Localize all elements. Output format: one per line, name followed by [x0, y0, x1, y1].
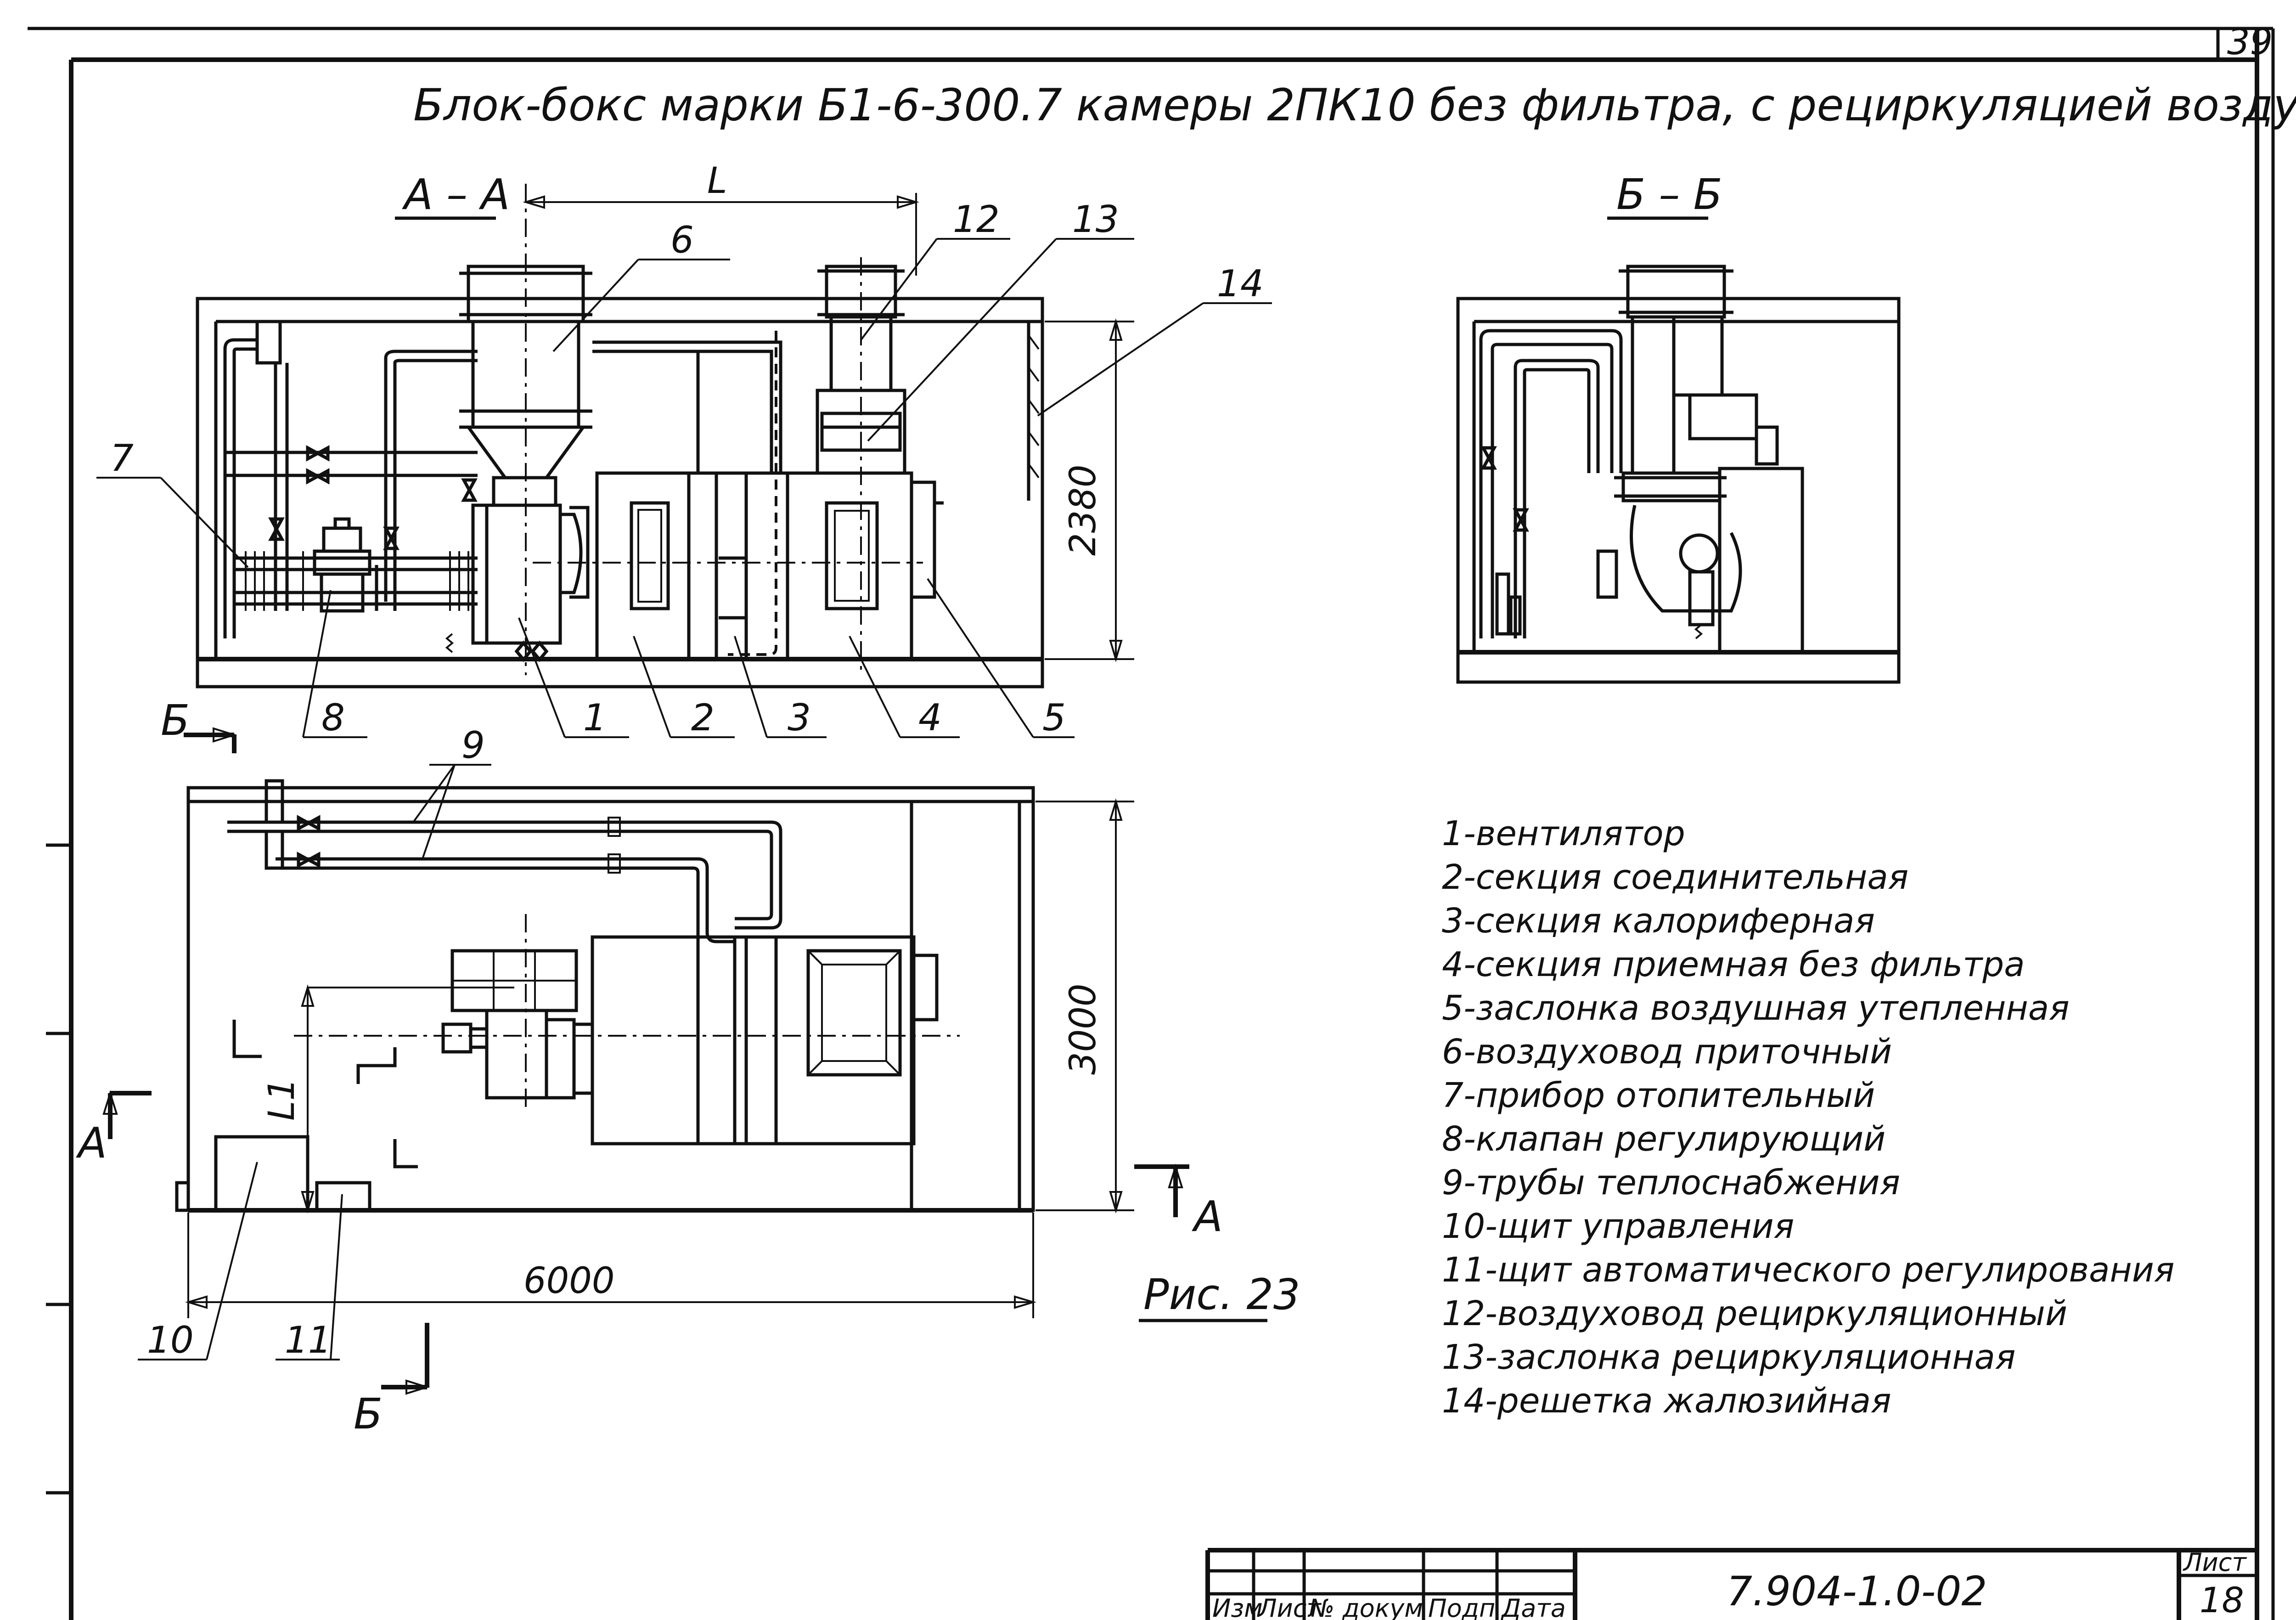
- drawing-title: Блок-бокс марки Б1-6-300.7 камеры 2ПК10 …: [413, 79, 2296, 131]
- control-valve-8: [313, 517, 397, 613]
- plan-unit: [441, 935, 939, 1146]
- legend-item: 2-секция соединительная: [1442, 858, 1908, 897]
- section-bb-view: Б – Б: [1456, 170, 1901, 684]
- heat-supply-pipes-9: [227, 779, 782, 943]
- title-block-col-sign: Подп: [1428, 1594, 1495, 1620]
- plan-leaders: [138, 764, 491, 1360]
- callout-2: 2: [691, 696, 715, 739]
- control-panel-10: [214, 1135, 310, 1212]
- callout-14: 14: [1217, 262, 1264, 305]
- heating-device-7: [234, 551, 478, 611]
- callout-9: 9: [461, 724, 485, 767]
- marker-b-top: Б: [161, 696, 190, 745]
- dim-length: [185, 1213, 1036, 1318]
- intake-section-4: [786, 471, 913, 661]
- callout-3: 3: [788, 696, 811, 739]
- title-block-col-izm: Изм: [1212, 1594, 1263, 1620]
- legend-item: 11-щит автоматического регулирования: [1442, 1250, 2174, 1290]
- legend-item: 12-воздуховод рециркуляционный: [1442, 1294, 2067, 1333]
- title-block-col-list: Лист: [1257, 1594, 1322, 1620]
- callout-13: 13: [1072, 198, 1119, 241]
- marker-b-bottom: Б: [354, 1389, 383, 1439]
- bb-ducts: [1614, 265, 1804, 654]
- title-block-col-doc: № докум: [1307, 1594, 1423, 1620]
- legend-item: 14-решетка жалюзийная: [1442, 1381, 1891, 1421]
- marker-a-left: А: [76, 1118, 107, 1168]
- connecting-section-2: [595, 471, 691, 661]
- title-block-col-date: Дата: [1501, 1594, 1566, 1620]
- callout-1: 1: [583, 696, 607, 739]
- insulated-damper-5: [910, 480, 944, 599]
- aa-leaders: [96, 238, 1272, 738]
- bb-fan: [1596, 505, 1742, 639]
- section-markers: [102, 727, 1189, 1395]
- plan-view: L1 3000 6000 9 10 11: [138, 724, 1134, 1361]
- sheet-number: 18: [2200, 1580, 2244, 1620]
- callout-5: 5: [1042, 696, 1066, 739]
- callout-4: 4: [918, 696, 942, 739]
- callout-8: 8: [321, 696, 345, 739]
- section-aa-label: А – А: [402, 170, 510, 219]
- dim-height: [1045, 318, 1134, 662]
- plan-corner-marks: [232, 1020, 418, 1168]
- sheet-label: Лист: [2183, 1548, 2247, 1577]
- section-bb-label: Б – Б: [1616, 170, 1722, 219]
- louvre-grille-14: [1027, 322, 1040, 501]
- top-sheet-number: 39: [2227, 22, 2273, 63]
- dim-depth-label: 3000: [1063, 983, 1104, 1075]
- legend-item: 4-секция приемная без фильтра: [1442, 945, 2025, 984]
- automation-panel-11: [315, 1181, 371, 1212]
- legend-item: 5-заслонка воздушная утепленная: [1442, 988, 2070, 1028]
- callout-10: 10: [147, 1319, 194, 1361]
- document-code: 7.904-1.0-02: [1727, 1568, 1987, 1615]
- legend-item: 10-щит управления: [1442, 1207, 1794, 1246]
- dim-l-label: L: [707, 160, 727, 202]
- legend-item: 13-заслонка рециркуляционная: [1442, 1338, 2015, 1377]
- sheet-frame: [28, 27, 2275, 1620]
- dim-height-label: 2380: [1063, 464, 1104, 556]
- legend: 1-вентилятор 2-секция соединительная 3-с…: [1442, 814, 2174, 1421]
- legend-item: 3-секция калориферная: [1442, 901, 1875, 941]
- dim-depth: [1035, 798, 1134, 1214]
- bb-casing-outer: [1456, 297, 1901, 684]
- title-block: [1205, 1548, 2257, 1620]
- dim-l: [523, 193, 919, 276]
- figure-caption: Рис. 23: [1143, 1270, 1300, 1319]
- marker-a-right: А: [1192, 1192, 1223, 1241]
- legend-item: 1-вентилятор: [1442, 814, 1685, 853]
- legend-item: 8-клапан регулирующий: [1442, 1119, 1885, 1159]
- callout-12: 12: [953, 198, 1000, 241]
- aa-casing-outer: [196, 297, 1044, 689]
- section-aa-view: А – А: [96, 160, 1272, 739]
- callout-7: 7: [110, 437, 134, 480]
- plan-casing: [186, 786, 1035, 1212]
- callout-6: 6: [670, 219, 694, 261]
- fan-1: [471, 503, 590, 662]
- dim-length-label: 6000: [523, 1260, 615, 1302]
- dim-l1: [301, 984, 514, 1214]
- bb-piping: [1479, 329, 1623, 638]
- callout-11: 11: [285, 1319, 332, 1361]
- legend-item: 6-воздуховод приточный: [1442, 1032, 1892, 1072]
- aa-piping: [223, 320, 782, 638]
- legend-item: 7-прибор отопительный: [1442, 1076, 1875, 1115]
- spring-mount: [445, 633, 454, 653]
- legend-item: 9-трубы теплоснабжения: [1442, 1163, 1900, 1202]
- dim-l1-label: L1: [261, 1078, 303, 1121]
- plan-door-handle: [175, 1181, 190, 1212]
